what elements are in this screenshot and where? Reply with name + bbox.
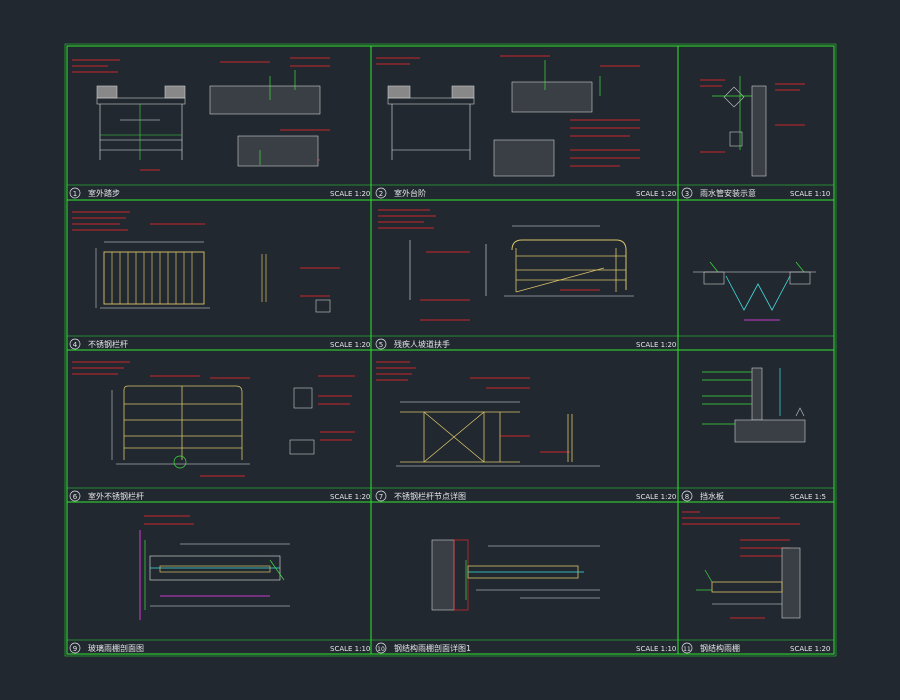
panel-title: 室外不锈钢栏杆 xyxy=(88,491,144,501)
panel-number-marker xyxy=(69,490,81,502)
title-bar-panel-11: 10 钢结构雨棚剖面详图1 SCALE 1:10 xyxy=(375,642,676,654)
panel-number: 6 xyxy=(73,493,78,501)
panel-1-drawing xyxy=(72,57,330,171)
panel-number-marker xyxy=(375,338,387,350)
panel-number-marker xyxy=(69,338,81,350)
panel-9-drawing xyxy=(702,367,806,443)
panel-10-drawing xyxy=(139,515,290,620)
panel-scale: SCALE 1:20 xyxy=(330,190,370,198)
panel-4-drawing xyxy=(72,211,340,313)
panel-number-marker xyxy=(681,187,693,199)
panel-2-drawing xyxy=(376,55,640,177)
panel-title: 钢结构雨棚剖面详图1 xyxy=(394,643,471,653)
title-bar-panel-5: 5 残疾人坡道扶手 SCALE 1:20 xyxy=(375,338,676,350)
panel-number-marker xyxy=(375,490,387,502)
panel-title: 室外踏步 xyxy=(88,188,120,198)
title-bar-panel-4: 4 不锈钢栏杆 SCALE 1:20 xyxy=(69,338,370,350)
panel-scale: SCALE 1:10 xyxy=(636,645,676,653)
panel-title: 不锈钢栏杆节点详图 xyxy=(394,491,466,501)
panel-title: 不锈钢栏杆 xyxy=(88,339,128,349)
panel-number: 4 xyxy=(73,341,78,349)
panel-number: 3 xyxy=(685,190,689,198)
panel-grid xyxy=(67,46,834,654)
panel-scale: SCALE 1:10 xyxy=(330,645,370,653)
panel-number: 9 xyxy=(73,645,77,653)
panel-number-marker xyxy=(681,642,693,654)
panel-scale: SCALE 1:20 xyxy=(636,190,676,198)
panel-title: 挡水板 xyxy=(700,491,724,501)
panel-title: 钢结构雨棚 xyxy=(700,643,740,653)
title-bar-panel-2: 2 室外台阶 SCALE 1:20 xyxy=(375,187,676,199)
panel-5-drawing xyxy=(378,209,634,321)
panel-scale: SCALE 1:20 xyxy=(790,645,830,653)
panel-number-marker xyxy=(375,187,387,199)
panel-number-marker xyxy=(69,642,81,654)
panel-number: 11 xyxy=(683,646,691,653)
panel-scale: SCALE 1:10 xyxy=(790,190,830,198)
title-bar-panel-1: 1 室外踏步 SCALE 1:20 xyxy=(69,187,370,199)
panel-number-marker xyxy=(375,642,387,654)
panel-number-marker xyxy=(69,187,81,199)
title-bar-panel-3: 3 雨水管安装示意 SCALE 1:10 xyxy=(681,187,830,199)
panel-number: 2 xyxy=(379,190,383,198)
panel-title: 残疾人坡道扶手 xyxy=(394,339,450,349)
panel-number: 5 xyxy=(379,341,383,349)
panel-3-drawing xyxy=(700,76,805,177)
panel-number: 1 xyxy=(73,190,77,198)
panel-scale: SCALE 1:20 xyxy=(636,493,676,501)
panel-7-drawing xyxy=(72,361,355,477)
panel-title: 雨水管安装示意 xyxy=(700,188,756,198)
panel-6-drawing xyxy=(693,261,816,321)
panel-number-marker xyxy=(681,490,693,502)
panel-11-drawing xyxy=(431,539,600,611)
title-bar-panel-10: 9 玻璃雨棚剖面图 SCALE 1:10 xyxy=(69,642,370,654)
panel-scale: SCALE 1:20 xyxy=(330,341,370,349)
panel-12-drawing xyxy=(682,511,801,619)
title-bar-panel-12: 11 钢结构雨棚 SCALE 1:20 xyxy=(681,642,830,654)
panel-scale: SCALE 1:20 xyxy=(330,493,370,501)
title-bar-panel-7: 6 室外不锈钢栏杆 SCALE 1:20 xyxy=(69,490,370,502)
panel-scale: SCALE 1:5 xyxy=(790,493,826,501)
panel-8-drawing xyxy=(376,361,600,467)
title-bar-panel-9: 8 挡水板 SCALE 1:5 xyxy=(681,490,826,502)
panel-number: 7 xyxy=(379,493,383,501)
title-bars: 1 室外踏步 SCALE 1:20 2 室外台阶 SCALE 1:20 3 雨水… xyxy=(69,187,830,654)
panel-title: 玻璃雨棚剖面图 xyxy=(88,643,144,653)
panel-number: 10 xyxy=(377,646,385,653)
panel-title: 室外台阶 xyxy=(394,188,426,198)
inner-frame xyxy=(64,43,837,657)
title-bar-panel-8: 7 不锈钢栏杆节点详图 SCALE 1:20 xyxy=(375,490,676,502)
panel-number: 8 xyxy=(685,493,689,501)
panel-scale: SCALE 1:20 xyxy=(636,341,676,349)
